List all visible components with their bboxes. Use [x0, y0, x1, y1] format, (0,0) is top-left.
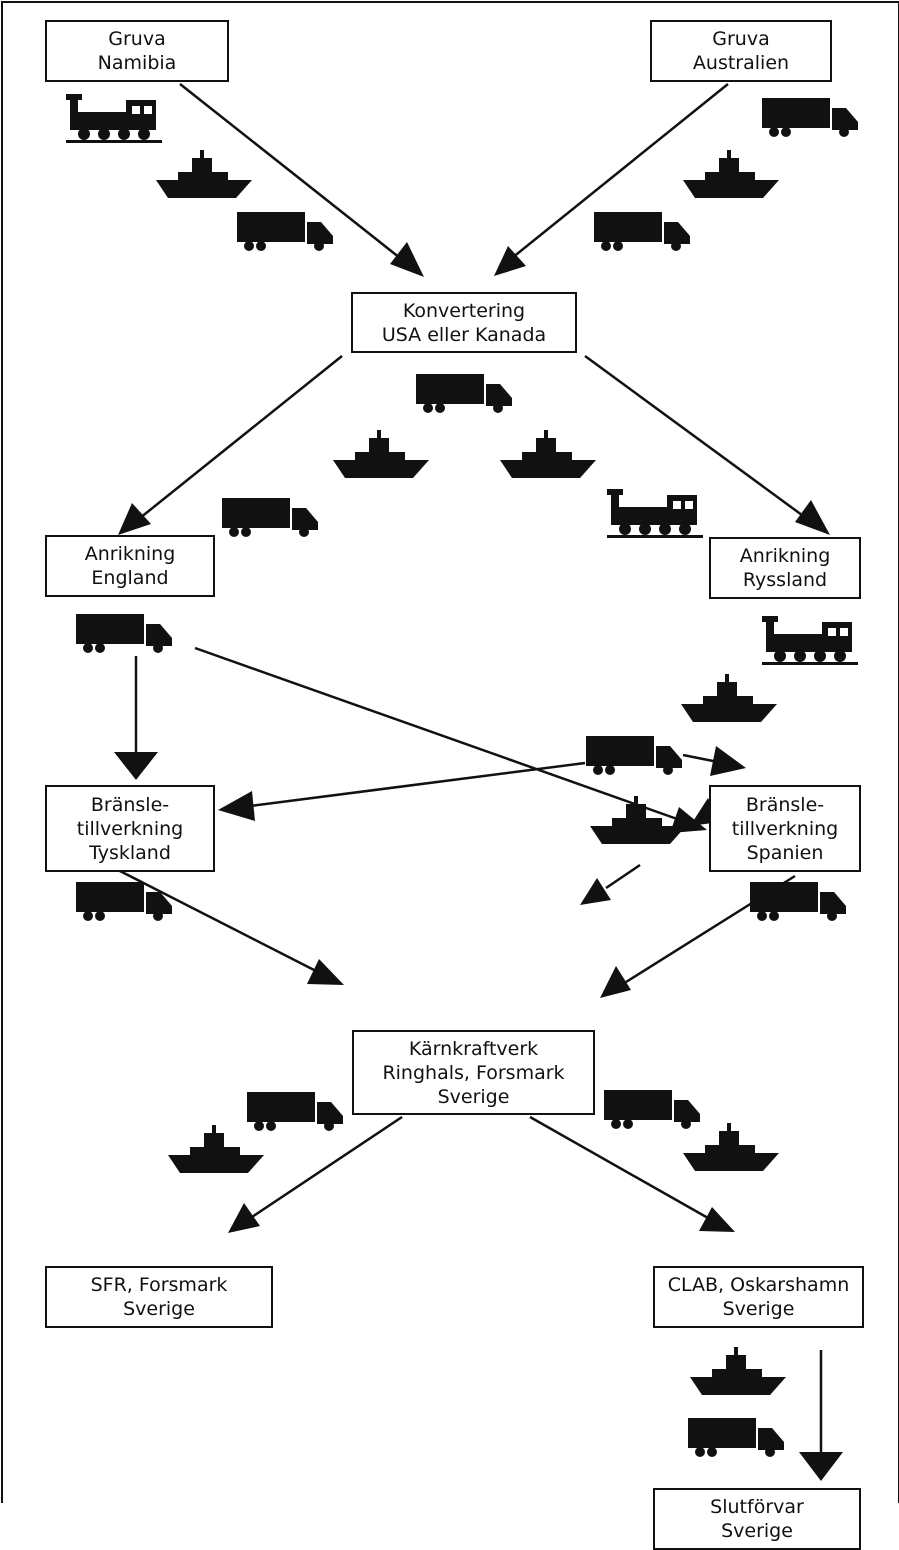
- arrowhead: [699, 1207, 735, 1232]
- node-label: CLAB, Oskarshamn: [667, 1274, 850, 1296]
- arrow-layer: [114, 83, 843, 1481]
- arrow-line: [249, 761, 586, 808]
- train-icon: [762, 616, 858, 665]
- node-clab: CLAB, Oskarshamn Sverige: [653, 1266, 864, 1328]
- truck-icon: [750, 882, 846, 921]
- node-label: Australien: [692, 52, 790, 74]
- node-label: Ryssland: [742, 569, 828, 591]
- arrow-line: [511, 83, 729, 259]
- node-final-repository: Slutförvar Sverige: [653, 1488, 861, 1550]
- ship-icon: [681, 674, 777, 722]
- arrowhead: [390, 242, 424, 277]
- ship-icon: [156, 150, 252, 198]
- node-label: Namibia: [97, 52, 177, 74]
- arrow-line: [584, 354, 807, 520]
- truck-icon: [237, 212, 333, 251]
- node-label: Bränsle-: [745, 793, 825, 816]
- arrow-line: [139, 355, 343, 519]
- node-label: Anrikning: [84, 543, 176, 565]
- node-enrich-england: Anrikning England: [45, 535, 215, 597]
- arrow-line: [605, 863, 641, 890]
- arrow-line: [194, 646, 681, 822]
- arrowhead: [600, 966, 631, 998]
- node-label: Gruva: [712, 28, 770, 50]
- ship-icon: [500, 430, 596, 478]
- arrowhead: [118, 503, 151, 535]
- node-label: Sverige: [437, 1085, 510, 1108]
- node-label: Tyskland: [89, 841, 171, 864]
- truck-icon: [222, 498, 318, 537]
- ship-icon: [333, 430, 429, 478]
- node-label: Spanien: [746, 841, 824, 864]
- node-label: Sverige: [721, 1520, 793, 1542]
- truck-icon: [247, 1092, 343, 1131]
- node-label: Slutförvar: [710, 1496, 804, 1518]
- node-mine-australia: Gruva Australien: [650, 20, 832, 82]
- node-fuel-germany: Bränsle- tillverkning Tyskland: [45, 785, 215, 872]
- node-label: Sverige: [722, 1298, 795, 1320]
- arrowhead: [218, 791, 255, 821]
- arrow-line: [117, 868, 319, 974]
- node-mine-namibia: Gruva Namibia: [45, 20, 229, 82]
- ship-icon: [683, 150, 779, 198]
- node-conversion: Konvertering USA eller Kanada: [351, 292, 577, 353]
- arrowhead: [795, 500, 830, 535]
- node-label: Anrikning: [739, 545, 831, 567]
- node-label: tillverkning: [731, 817, 839, 840]
- arrow-line: [529, 1115, 709, 1220]
- truck-icon: [586, 736, 682, 775]
- arrow-line: [251, 1115, 403, 1219]
- arrowhead: [114, 752, 158, 780]
- truck-icon: [604, 1090, 700, 1129]
- node-label: Gruva: [108, 28, 166, 50]
- arrowhead: [580, 878, 611, 905]
- node-label: Ringhals, Forsmark: [382, 1061, 565, 1084]
- truck-icon: [594, 212, 690, 251]
- arrow-line: [179, 83, 401, 259]
- node-label: SFR, Forsmark: [90, 1274, 228, 1296]
- truck-icon: [416, 374, 512, 413]
- ship-icon: [683, 1123, 779, 1171]
- node-label: USA eller Kanada: [381, 323, 547, 346]
- node-label: Bränsle-: [90, 793, 170, 816]
- truck-icon: [76, 614, 172, 653]
- node-npp-sweden: Kärnkraftverk Ringhals, Forsmark Sverige: [352, 1030, 595, 1115]
- node-label: England: [91, 567, 169, 589]
- arrowhead: [494, 246, 526, 276]
- train-icon: [66, 94, 162, 143]
- node-label: Kärnkraftverk: [408, 1037, 539, 1060]
- ship-icon: [590, 796, 686, 844]
- train-icon: [607, 489, 703, 538]
- node-enrich-russia: Anrikning Ryssland: [709, 537, 861, 599]
- node-sfr: SFR, Forsmark Sverige: [45, 1266, 273, 1328]
- arrowhead: [710, 746, 746, 776]
- node-label: Sverige: [123, 1298, 195, 1320]
- truck-icon: [688, 1418, 784, 1457]
- node-fuel-spain: Bränsle- tillverkning Spanien: [709, 785, 861, 872]
- arrow-line: [682, 753, 719, 764]
- node-label: tillverkning: [76, 817, 184, 840]
- truck-icon: [762, 98, 858, 137]
- ship-icon: [168, 1125, 264, 1173]
- ship-icon: [690, 1347, 786, 1395]
- truck-icon: [76, 882, 172, 921]
- node-label: Konvertering: [402, 299, 526, 322]
- arrowhead: [307, 959, 344, 985]
- arrowhead: [799, 1452, 843, 1481]
- arrowhead: [228, 1203, 260, 1233]
